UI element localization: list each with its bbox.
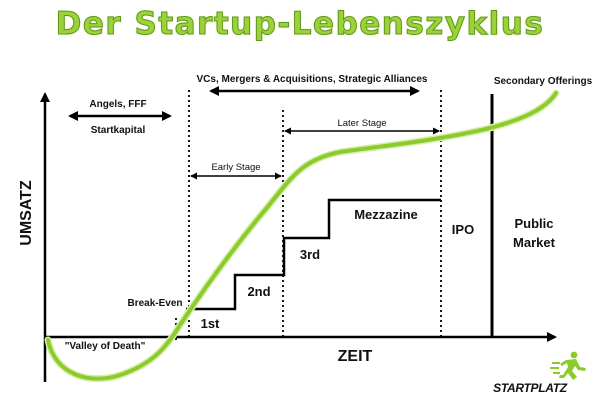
lifecycle-curve-line	[46, 91, 558, 381]
stage-ipo-label: IPO	[452, 222, 474, 237]
public-market-label-line1: Public	[514, 216, 553, 231]
page-title: Der Startup-Lebenszyklus	[55, 6, 545, 43]
vcs-label: VCs, Mergers & Acquisitions, Strategic A…	[197, 74, 428, 85]
secondary-label: Secondary Offerings	[494, 76, 593, 87]
runner-icon	[550, 351, 586, 380]
brand-logo: STARTPLATZ	[493, 381, 568, 395]
valley-of-death-label: "Valley of Death"	[65, 341, 146, 352]
break-even-label: Break-Even	[127, 298, 182, 309]
angels-label: Angels, FFF	[89, 99, 146, 110]
y-axis-label: UMSATZ	[18, 180, 35, 246]
funding-staircase	[186, 198, 441, 311]
stage-3rd-label: 3rd	[300, 247, 320, 262]
x-axis-label: ZEIT	[338, 348, 373, 365]
stage-1st-label: 1st	[201, 316, 220, 331]
stage-mezzanine-label: Mezzazine	[354, 207, 418, 222]
later-stage-label: Later Stage	[337, 118, 386, 129]
stage-2nd-label: 2nd	[247, 284, 270, 299]
startkapital-label: Startkapital	[91, 125, 146, 136]
early-stage-label: Early Stage	[211, 162, 260, 173]
public-market-label-line2: Market	[513, 235, 556, 250]
